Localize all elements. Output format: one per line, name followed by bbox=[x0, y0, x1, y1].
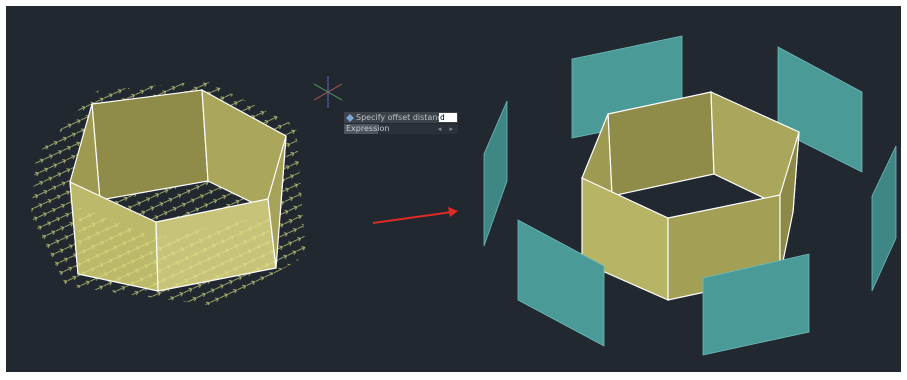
command-prompt[interactable]: Specify offset distance or Expression ◂ … bbox=[344, 112, 458, 134]
red-arrow-icon bbox=[372, 207, 458, 224]
offset-surface bbox=[483, 100, 508, 247]
prompt-text: Specify offset distance or bbox=[356, 113, 439, 122]
option-nav-arrows[interactable]: ◂ ▸ bbox=[437, 125, 456, 133]
normal-arrows bbox=[78, 206, 276, 291]
offset-surface bbox=[517, 219, 605, 347]
offset-surface bbox=[871, 145, 897, 292]
hex-shell-with-normals[interactable] bbox=[31, 81, 306, 306]
front-face bbox=[267, 135, 287, 269]
expression-option[interactable]: Expression bbox=[344, 124, 390, 134]
front-face bbox=[779, 131, 800, 277]
back-face bbox=[91, 89, 209, 201]
drawing-viewport[interactable]: Specify offset distance or Expression ◂ … bbox=[6, 6, 901, 372]
hex-shell-with-offsets[interactable] bbox=[483, 35, 897, 356]
model-scene bbox=[31, 35, 897, 356]
ucs-icon[interactable] bbox=[313, 76, 343, 108]
offset-surface bbox=[777, 46, 863, 173]
command-icon bbox=[345, 113, 354, 122]
offset-distance-input[interactable] bbox=[439, 113, 457, 122]
offset-surface bbox=[702, 253, 810, 356]
